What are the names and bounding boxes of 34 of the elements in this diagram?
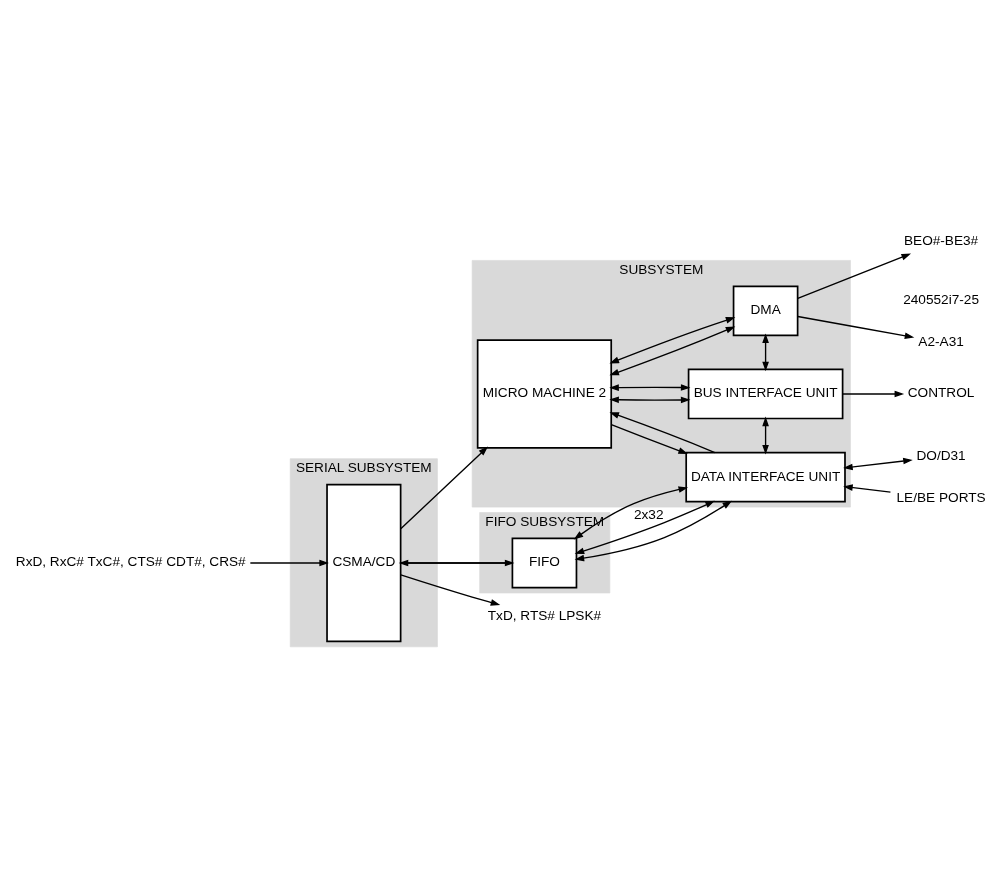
node-text: RxD, RxC# TxC#, CTS# CDT#, CRS# [15, 554, 246, 570]
arrow [609, 317, 736, 364]
arrow [843, 457, 913, 471]
arrow [610, 424, 688, 454]
arrow [797, 315, 915, 340]
node-box: DATA INTERFACE UNIT [685, 451, 846, 503]
node-box: FIFO [511, 537, 578, 589]
arrow [400, 574, 501, 606]
node-text: A2-A31 [918, 333, 964, 349]
node-box: MICRO MACHINE 2 [476, 339, 613, 449]
arrow [609, 396, 691, 404]
arrow [843, 484, 892, 493]
node-text: TxD, RTS# LPSK# [487, 608, 602, 624]
edge-label: 2x32 [633, 506, 664, 522]
arrow [400, 446, 489, 530]
arrow [609, 326, 736, 376]
node-text: LE/BE PORTS [896, 489, 986, 505]
label: 240552i7-25 [903, 292, 979, 308]
arrow [762, 333, 769, 372]
node-box: DMA [732, 285, 799, 337]
node-text: DO/D31 [916, 448, 966, 464]
arrow [249, 559, 329, 567]
arrow [841, 390, 905, 398]
arrow [574, 500, 733, 562]
arrow [609, 384, 691, 391]
arrow [762, 416, 769, 455]
arrow [609, 412, 716, 454]
arrow [574, 500, 715, 555]
node-box: BUS INTERFACE UNIT [687, 368, 844, 420]
arrow [797, 253, 912, 300]
node-text: BEO#-BE3# [903, 233, 979, 249]
arrow [573, 486, 689, 540]
node-text: CONTROL [907, 385, 975, 401]
node-box: CSMA/CD [326, 483, 402, 643]
